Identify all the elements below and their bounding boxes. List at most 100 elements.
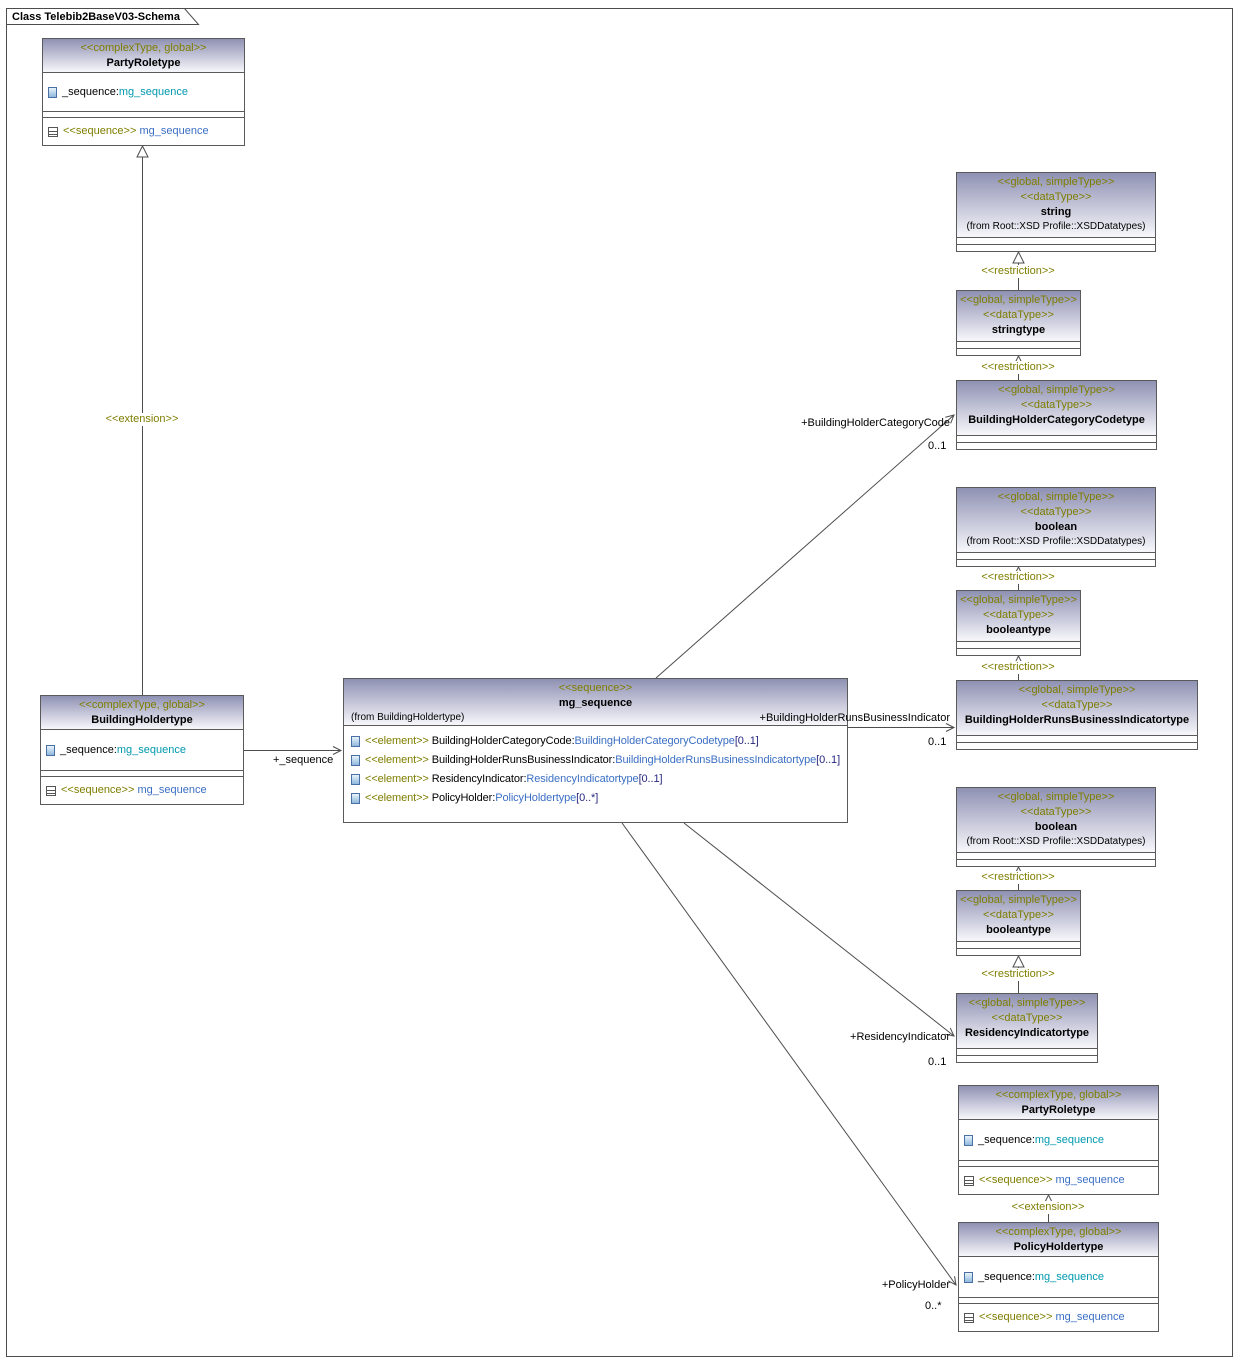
empty-compartment — [957, 859, 1155, 866]
operation-name: mg_sequence — [137, 784, 207, 796]
class-box-building-holder-runs-business-indicatortype[interactable]: <<global, simpleType>> <<dataType>> Buil… — [956, 680, 1198, 750]
element-text: <<element>> BuildingHolderCategoryCode:B… — [365, 734, 759, 749]
operations-compartment: <<sequence>> mg_sequence — [41, 776, 243, 804]
attribute-name: _sequence: — [978, 1133, 1035, 1146]
class-box-string[interactable]: <<global, simpleType>> <<dataType>> stri… — [956, 172, 1156, 252]
attribute-icon — [46, 744, 55, 756]
operation-name: mg_sequence — [139, 125, 209, 137]
operation-icon — [964, 1312, 974, 1323]
restriction-label: <<restriction>> — [953, 361, 1083, 374]
class-name: ResidencyIndicatortype — [964, 1027, 1090, 1039]
element-type: BuildingHolderRunsBusinessIndicatortype — [615, 754, 817, 766]
assoc-policy-holder — [621, 822, 957, 1286]
operation-text: <<sequence>> mg_sequence — [979, 1310, 1125, 1325]
attributes-compartment: _sequence:mg_sequence — [41, 729, 243, 770]
element-stereotype: <<element>> — [365, 773, 429, 785]
element-type: PolicyHoldertype — [495, 792, 577, 804]
class-box-boolean-2[interactable]: <<global, simpleType>> <<dataType>> bool… — [956, 787, 1156, 867]
element-icon — [351, 755, 360, 766]
class-box-building-holdertype[interactable]: <<complexType, global>> BuildingHolderty… — [40, 695, 244, 805]
attribute-text: _sequence:mg_sequence — [62, 85, 188, 100]
element-name: ResidencyIndicator: — [431, 773, 527, 785]
attribute-name: _sequence: — [62, 85, 119, 98]
class-stereotype: <<dataType>> — [983, 909, 1054, 921]
class-name: PolicyHoldertype — [1013, 1241, 1104, 1253]
element-multiplicity: [0..*] — [576, 792, 599, 804]
class-header: <<sequence>> mg_sequence (from BuildingH… — [344, 679, 847, 725]
multiplicity-label: 0..* — [925, 1300, 942, 1312]
class-stereotype: <<global, simpleType>> — [998, 384, 1115, 396]
class-header: <<global, simpleType>> <<dataType>> Buil… — [957, 381, 1156, 435]
role-label-residency-indicator: +ResidencyIndicator — [850, 1031, 950, 1043]
class-box-mg-sequence[interactable]: <<sequence>> mg_sequence (from BuildingH… — [343, 678, 848, 823]
class-header: <<global, simpleType>> <<dataType>> Resi… — [957, 994, 1097, 1048]
class-from-note: (from Root::XSD Profile::XSDDatatypes) — [966, 221, 1146, 232]
class-box-party-roletype-bottom[interactable]: <<complexType, global>> PartyRoletype _s… — [958, 1085, 1159, 1195]
element-row: <<element>> BuildingHolderRunsBusinessIn… — [351, 751, 847, 770]
attributes-compartment: _sequence:mg_sequence — [959, 1256, 1158, 1297]
class-box-stringtype[interactable]: <<global, simpleType>> <<dataType>> stri… — [956, 290, 1081, 356]
class-header: <<complexType, global>> PolicyHoldertype — [959, 1223, 1158, 1256]
class-stereotype: <<global, simpleType>> — [1018, 684, 1136, 696]
class-stereotype: <<dataType>> — [991, 1012, 1063, 1024]
operations-compartment: <<sequence>> mg_sequence — [959, 1166, 1158, 1194]
attribute-text: _sequence:mg_sequence — [978, 1270, 1104, 1285]
class-stereotype: <<global, simpleType>> — [997, 791, 1115, 803]
class-name: mg_sequence — [558, 697, 633, 709]
restriction-label: <<restriction>> — [953, 265, 1083, 278]
class-stereotype: <<dataType>> — [1020, 506, 1092, 518]
class-from-note: (from BuildingHoldertype) — [351, 712, 465, 723]
class-box-building-holder-category-codetype[interactable]: <<global, simpleType>> <<dataType>> Buil… — [956, 380, 1157, 450]
operation-stereotype: <<sequence>> — [63, 125, 137, 137]
element-row: <<element>> BuildingHolderCategoryCode:B… — [351, 732, 847, 751]
class-box-party-roletype-top[interactable]: <<complexType, global>> PartyRoletype _s… — [42, 38, 245, 146]
empty-compartment — [957, 735, 1197, 742]
empty-compartment — [957, 852, 1155, 859]
element-multiplicity: [0..1] — [638, 773, 663, 785]
class-name: BuildingHoldertype — [91, 714, 193, 726]
class-stereotype: <<global, simpleType>> — [960, 594, 1077, 606]
class-header: <<global, simpleType>> <<dataType>> stri… — [957, 291, 1080, 341]
operations-compartment: <<sequence>> mg_sequence — [959, 1303, 1158, 1331]
attribute-text: _sequence:mg_sequence — [60, 743, 186, 758]
attributes-compartment: _sequence:mg_sequence — [43, 72, 244, 111]
class-stereotype: <<dataType>> — [983, 309, 1054, 321]
class-box-boolean-1[interactable]: <<global, simpleType>> <<dataType>> bool… — [956, 487, 1156, 567]
empty-compartment — [957, 648, 1080, 655]
class-name: boolean — [1034, 521, 1078, 533]
empty-compartment — [957, 941, 1080, 948]
element-icon — [351, 736, 360, 747]
operation-icon — [46, 785, 56, 796]
class-header: <<complexType, global>> BuildingHolderty… — [41, 696, 243, 729]
operation-stereotype: <<sequence>> — [61, 784, 135, 796]
class-box-booleantype-1[interactable]: <<global, simpleType>> <<dataType>> bool… — [956, 590, 1081, 656]
empty-compartment — [957, 435, 1156, 442]
element-text: <<element>> ResidencyIndicator:Residency… — [365, 772, 663, 787]
empty-compartment — [957, 641, 1080, 648]
empty-compartment — [957, 1048, 1097, 1055]
generalization-arrow-icon — [1012, 250, 1025, 264]
class-box-residency-indicatortype[interactable]: <<global, simpleType>> <<dataType>> Resi… — [956, 993, 1098, 1063]
class-header: <<complexType, global>> PartyRoletype — [959, 1086, 1158, 1119]
element-text: <<element>> PolicyHolder:PolicyHoldertyp… — [365, 791, 598, 806]
class-stereotype: <<complexType, global>> — [80, 42, 207, 54]
empty-compartment — [959, 1160, 1158, 1166]
role-label-building-holder-runs-business-indicator: +BuildingHolderRunsBusinessIndicator — [759, 712, 950, 724]
element-text: <<element>> BuildingHolderRunsBusinessIn… — [365, 753, 840, 768]
element-name: BuildingHolderCategoryCode: — [431, 735, 575, 747]
attribute-type: mg_sequence — [118, 85, 188, 98]
class-box-booleantype-2[interactable]: <<global, simpleType>> <<dataType>> bool… — [956, 890, 1081, 956]
multiplicity-label: 0..1 — [928, 1056, 947, 1068]
class-stereotype: <<dataType>> — [1041, 699, 1113, 711]
diagram-title: Class Telebib2BaseV03-Schema — [12, 11, 180, 23]
attribute-icon — [964, 1134, 973, 1146]
element-name: PolicyHolder: — [431, 792, 496, 804]
class-name: booleantype — [986, 624, 1051, 636]
operation-icon — [964, 1175, 974, 1186]
element-multiplicity: [0..1] — [816, 754, 841, 766]
empty-compartment — [957, 341, 1080, 348]
diagram-frame — [6, 8, 1233, 1357]
class-stereotype: <<sequence>> — [558, 682, 633, 694]
class-box-policy-holdertype[interactable]: <<complexType, global>> PolicyHoldertype… — [958, 1222, 1159, 1332]
class-stereotype: <<global, simpleType>> — [968, 997, 1086, 1009]
